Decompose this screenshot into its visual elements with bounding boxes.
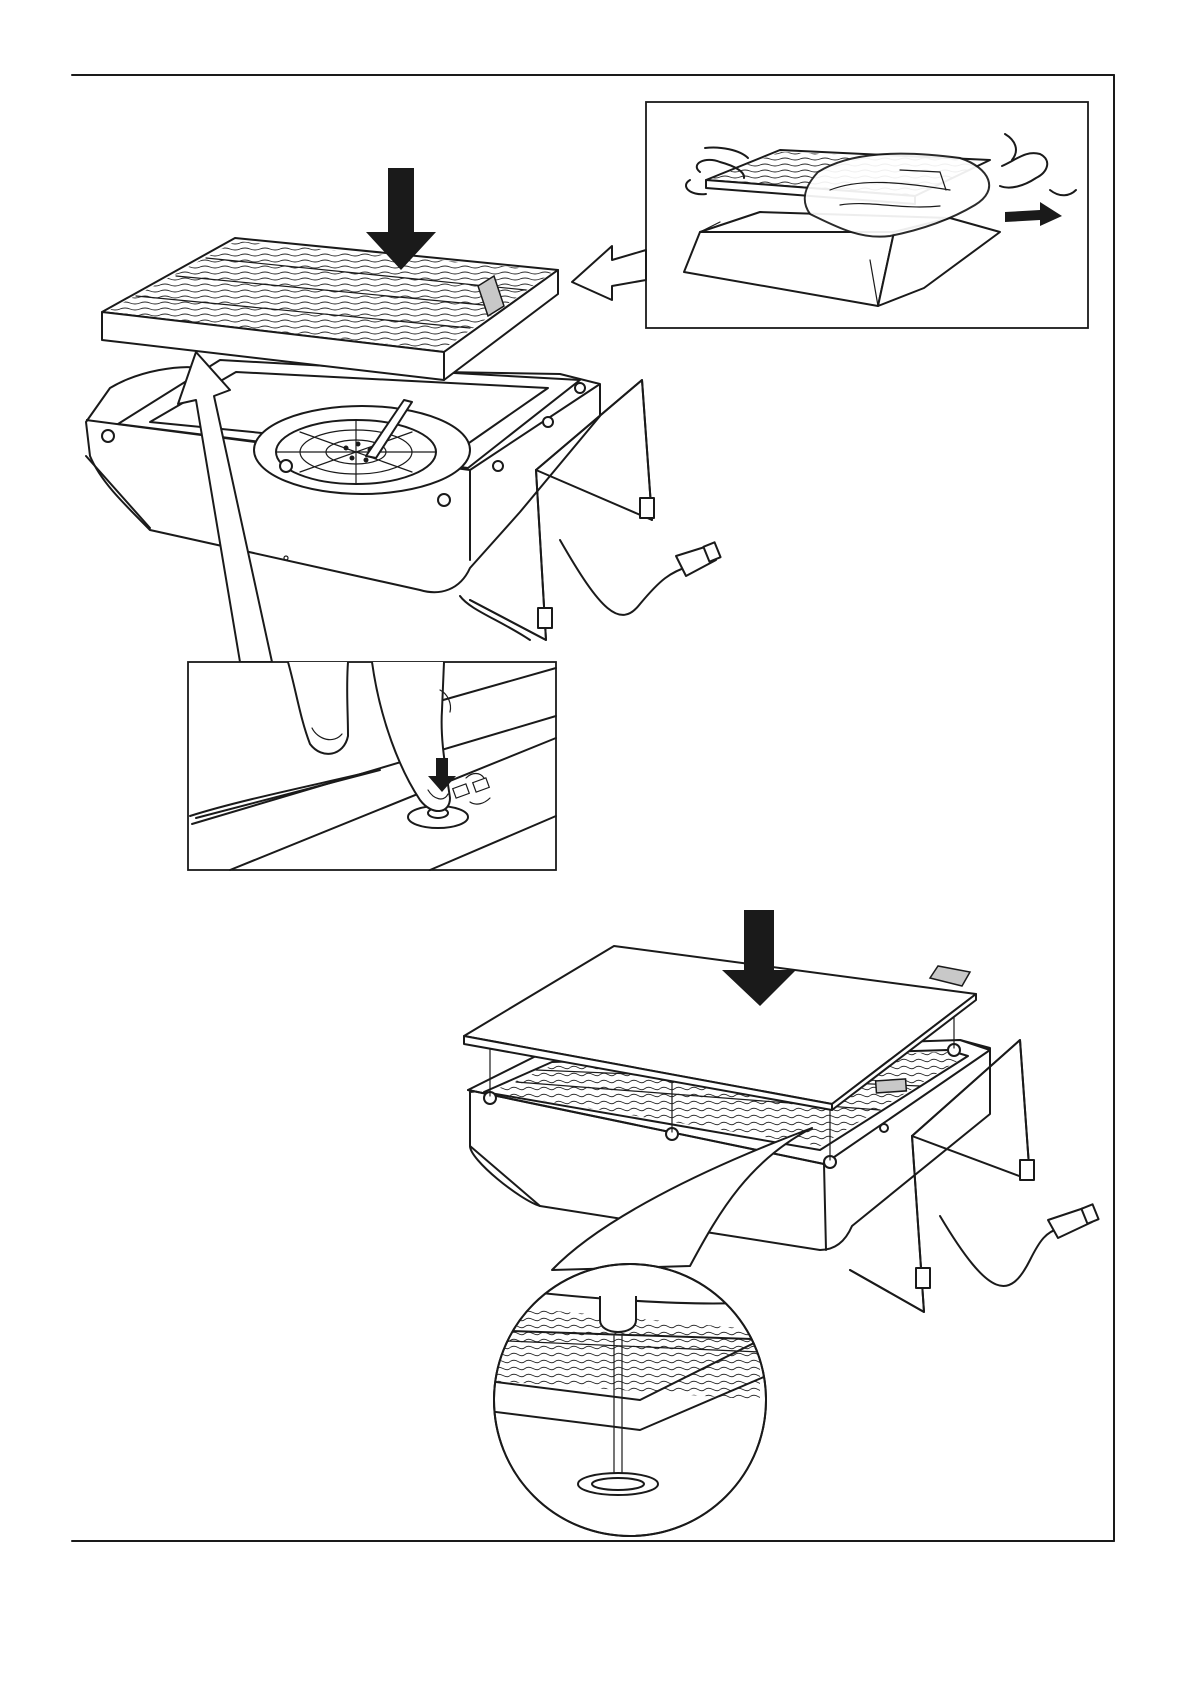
grease-filter [102, 238, 558, 380]
hollow-arrow-left [572, 246, 646, 300]
hood-unit-upper [86, 360, 600, 592]
fan-grille-icon [254, 406, 470, 494]
unpack-filter-inset [646, 102, 1088, 328]
attach-cover-step [464, 910, 1099, 1312]
release-button-inset [188, 662, 556, 870]
power-cable-icon [560, 540, 721, 615]
power-cable-lower-icon [940, 1204, 1099, 1286]
